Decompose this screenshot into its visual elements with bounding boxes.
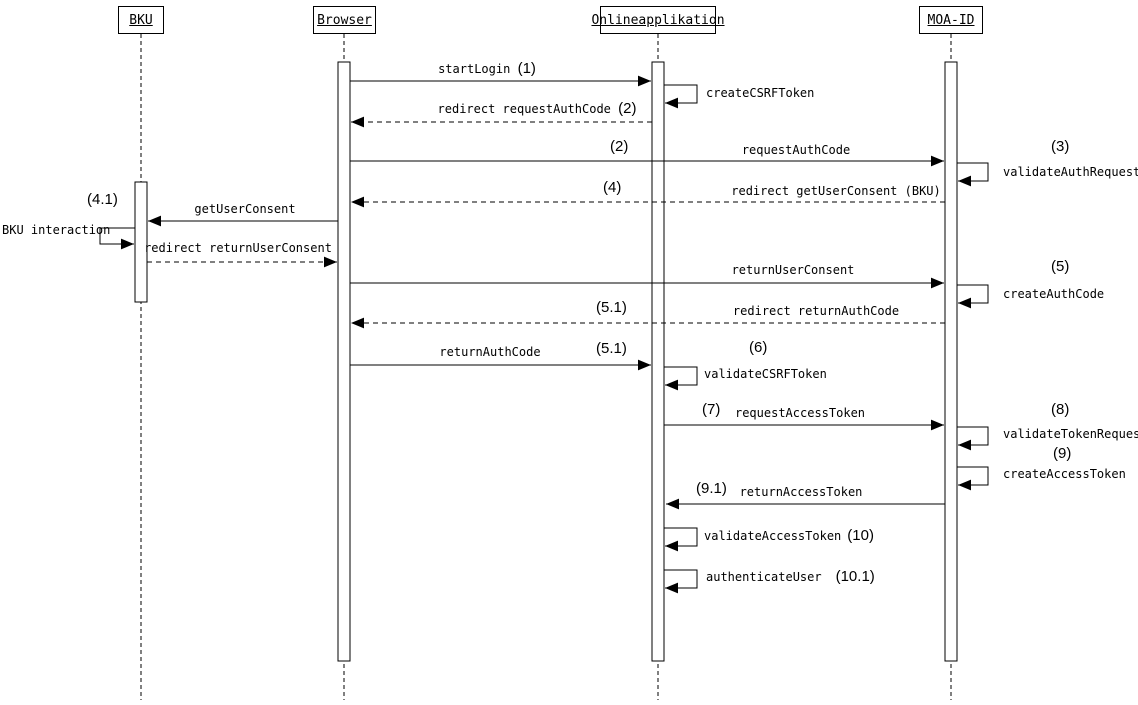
label-num-8: (8) [1051, 401, 1070, 418]
label-num-5: (5) [1051, 258, 1070, 275]
label-redirect-returnAuthCode: redirect returnAuthCode [732, 304, 900, 318]
label-num-2: (2) [610, 138, 629, 155]
label-num-9: (9) [1053, 445, 1072, 462]
label-num-7: (7) [702, 401, 721, 418]
activation-bar-onlineapplikation [651, 61, 665, 662]
label-requestAccessToken: requestAccessToken [734, 406, 866, 420]
label-authenticateUser: authenticateUser(10.1) [706, 568, 875, 585]
self-arrow-createCSRFToken [664, 84, 698, 109]
label-startLogin: startLogin (1) [438, 60, 536, 77]
label-createAccessToken: createAccessToken [1003, 467, 1126, 481]
actor-bku: BKU [118, 6, 164, 34]
self-arrow-validateTokenRequest [957, 426, 989, 451]
label-num-9-1: (9.1) [696, 480, 727, 497]
label-redirect-returnUserConsent: redirect returnUserConsent [144, 241, 332, 255]
label-getUserConsent: getUserConsent [194, 202, 296, 216]
actor-browser: Browser [313, 6, 376, 34]
label-num-6: (6) [749, 339, 768, 356]
label-returnUserConsent: returnUserConsent [731, 263, 855, 277]
label-num-5-1-b: (5.1) [596, 340, 627, 357]
self-arrow-authenticateUser [664, 569, 698, 594]
self-arrow-validateAuthRequest [957, 162, 989, 187]
label-requestAuthCode: requestAuthCode [741, 143, 851, 157]
activation-bar-moa-id [944, 61, 958, 662]
label-returnAuthCode: returnAuthCode [439, 345, 541, 359]
self-arrow-createAuthCode [957, 284, 989, 309]
self-arrow-bku-interaction [99, 227, 135, 250]
actor-onlineapplikation: Onlineapplikation [591, 6, 725, 34]
label-validateCSRFToken: validateCSRFToken [704, 367, 827, 381]
label-validateAccessToken: validateAccessToken(10) [704, 527, 874, 544]
label-createCSRFToken: createCSRFToken [706, 86, 815, 100]
self-arrow-validateCSRFToken [664, 366, 698, 391]
label-num-5-1-a: (5.1) [596, 299, 627, 316]
self-arrow-createAccessToken [957, 466, 989, 491]
label-redirect-getUserConsent: redirect getUserConsent (BKU) [731, 184, 941, 198]
actor-moa-id: MOA-ID [919, 6, 983, 34]
label-returnAccessToken: returnAccessToken [739, 485, 863, 499]
activation-bar-bku [134, 181, 148, 303]
self-arrow-validateAccessToken [664, 527, 698, 552]
label-redirect-requestAuthCode: redirect requestAuthCode (2) [437, 100, 637, 117]
label-num-4-1: (4.1) [87, 191, 118, 208]
label-validateAuthRequest: validateAuthRequest [1003, 165, 1138, 179]
label-bku-interaction: BKU interaction [2, 223, 111, 237]
label-num-3: (3) [1051, 138, 1070, 155]
label-createAuthCode: createAuthCode [1003, 287, 1105, 301]
label-validateTokenRequest: validateTokenRequest [1003, 427, 1138, 441]
label-num-4: (4) [603, 179, 622, 196]
activation-bar-browser [337, 61, 351, 662]
